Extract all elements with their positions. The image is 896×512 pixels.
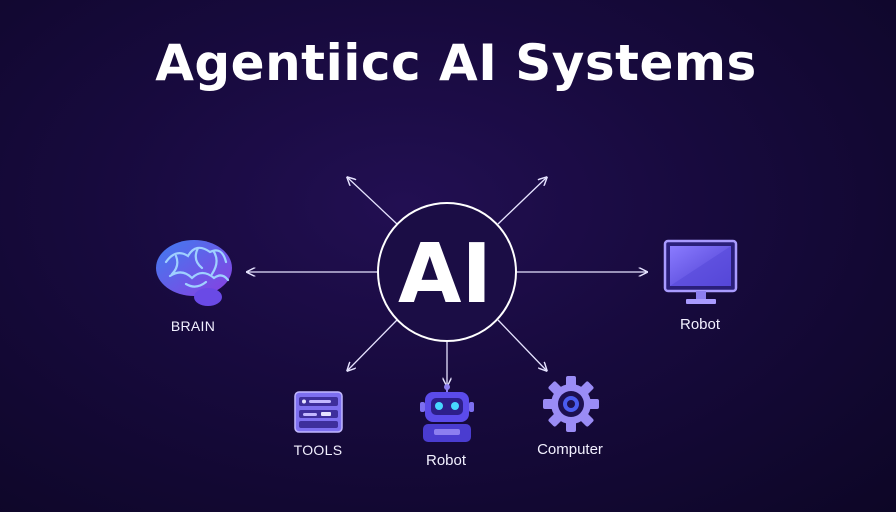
robot-icon xyxy=(420,384,474,442)
node-label-tools: TOOLS xyxy=(293,442,343,458)
gear-icon xyxy=(543,376,599,432)
diagram-title: Agentiicc AI Systems xyxy=(155,34,757,92)
monitor-icon xyxy=(663,239,738,304)
arrow-upper-right xyxy=(497,178,546,225)
brain-icon xyxy=(156,240,232,306)
ai-center-label: AI xyxy=(398,227,492,322)
arrow-upper-left xyxy=(348,178,398,225)
node-label-robot-bottom: Robot xyxy=(425,452,467,469)
node-label-brain: BRAIN xyxy=(170,318,216,334)
node-label-computer: Computer xyxy=(537,441,603,458)
arrow-lower-right xyxy=(497,319,546,370)
ai-center-node: AI xyxy=(377,202,517,342)
node-label-robot-right: Robot xyxy=(679,316,721,333)
tools-panel-icon xyxy=(294,391,343,433)
connector-arrows xyxy=(248,178,646,385)
arrow-lower-left xyxy=(348,319,398,370)
